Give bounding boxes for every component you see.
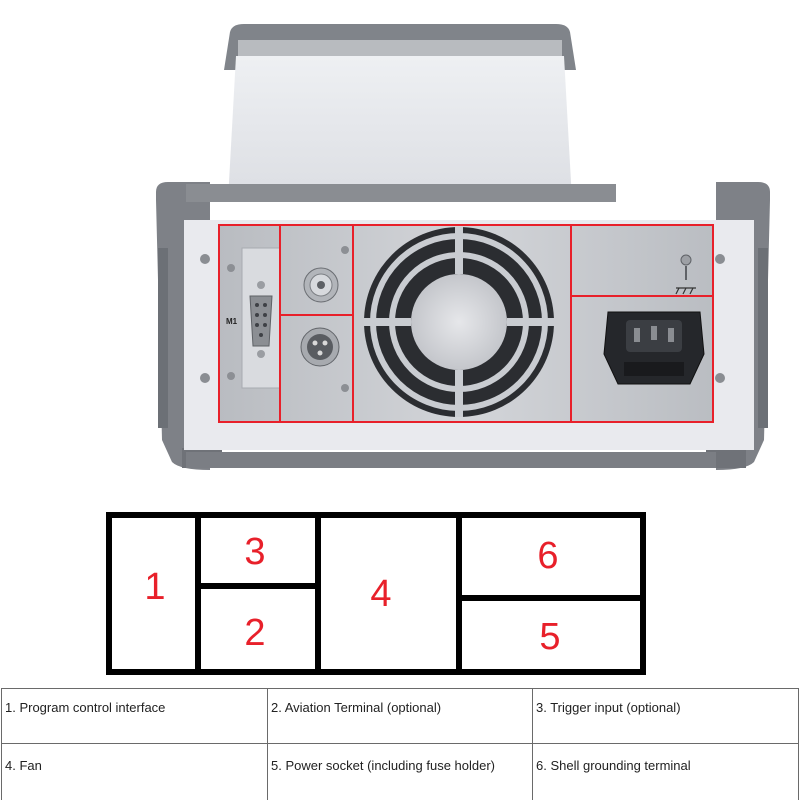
- region-number-2: 2: [244, 612, 265, 654]
- db9-connector: [241, 247, 281, 389]
- legend-row: 1. Program control interface 2. Aviation…: [1, 688, 799, 744]
- chassis-screws: [200, 254, 725, 383]
- legend-cell: 4. Fan: [1, 743, 268, 800]
- aviation-connector-icon: [300, 327, 340, 367]
- panel-screws: [227, 246, 349, 392]
- region-number-4: 4: [370, 573, 391, 615]
- fan-grille-icon: [364, 227, 554, 417]
- legend-table: 1. Program control interface 2. Aviation…: [1, 688, 799, 800]
- diagram-frame: [106, 512, 646, 675]
- region-diagram: 1 2 3 4 5 6: [106, 512, 646, 675]
- region-number-5: 5: [539, 616, 560, 658]
- power-socket-icon: [603, 311, 705, 385]
- legend-cell: 1. Program control interface: [1, 688, 268, 744]
- legend-cell: 3. Trigger input (optional): [532, 688, 799, 744]
- legend-cell: 6. Shell grounding terminal: [532, 743, 799, 800]
- region-number-6: 6: [537, 535, 558, 577]
- bnc-connector-icon: [303, 267, 339, 303]
- region-number-3: 3: [244, 531, 265, 573]
- legend-cell: 2. Aviation Terminal (optional): [267, 688, 533, 744]
- red-region-outlines: [218, 224, 714, 423]
- legend-row: 4. Fan 5. Power socket (including fuse h…: [1, 743, 799, 800]
- housing-top: [224, 24, 576, 200]
- ground-terminal-icon: [675, 254, 696, 295]
- legend-cell: 5. Power socket (including fuse holder): [267, 743, 533, 800]
- region-number-1: 1: [144, 566, 165, 608]
- device-rear-panel-image: M1: [156, 24, 770, 470]
- connector-label: M1: [226, 317, 238, 326]
- bottom-rim: [186, 452, 716, 468]
- top-rim: [186, 184, 616, 202]
